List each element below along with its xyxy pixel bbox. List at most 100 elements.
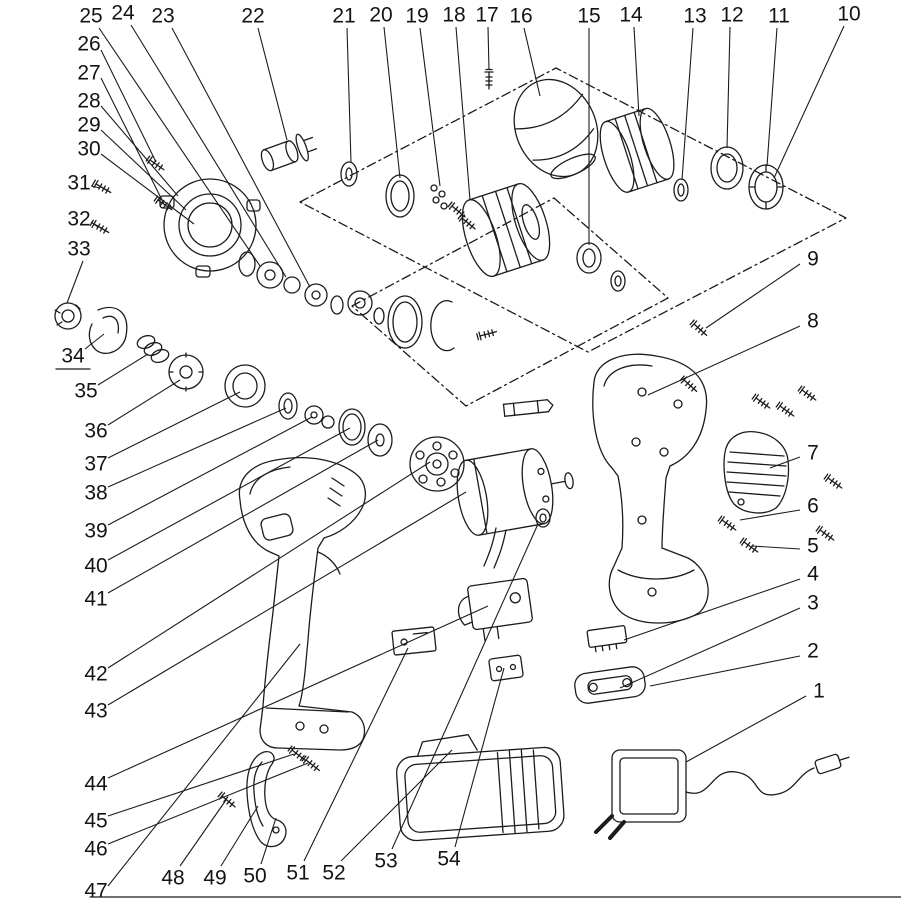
part-label-17: 17 <box>475 4 498 27</box>
screw-icon <box>716 514 739 534</box>
part-label-5: 5 <box>807 535 819 558</box>
screw-icon <box>91 178 114 197</box>
part-label-6: 6 <box>807 495 819 518</box>
circlip-drawing <box>430 300 455 352</box>
part-label-41: 41 <box>84 588 107 611</box>
part-label-35: 35 <box>74 380 97 403</box>
part-label-20: 20 <box>369 4 392 27</box>
part-label-25: 25 <box>79 5 102 28</box>
base-plate-drawing <box>574 666 646 704</box>
leader-line-10 <box>773 25 845 179</box>
leader-line-19 <box>419 27 441 187</box>
parts-artwork <box>54 67 901 898</box>
leader-line-28 <box>100 105 179 197</box>
screw-icon <box>774 400 797 420</box>
part-label-42: 42 <box>84 663 107 686</box>
planet-gear-cluster-drawing <box>238 251 385 325</box>
leader-line-39 <box>107 416 313 526</box>
washer-drawing <box>610 270 626 292</box>
screw-icon <box>678 374 700 395</box>
leader-line-51 <box>303 647 409 862</box>
leader-line-54 <box>454 667 505 848</box>
ring-gear-drawing <box>385 174 415 218</box>
screw-icon <box>822 472 845 492</box>
belt-clip-drawing <box>246 751 287 848</box>
leader-line-46 <box>107 762 309 845</box>
screw-icon <box>456 212 479 233</box>
leader-line-16 <box>523 27 541 97</box>
part-labels-layer: 1234567891011121314151617181920212223242… <box>61 2 860 900</box>
part-label-9: 9 <box>807 248 819 271</box>
part-label-18: 18 <box>442 4 465 27</box>
part-label-52: 52 <box>322 862 345 885</box>
motor-drawing <box>456 448 574 536</box>
part-label-10: 10 <box>837 3 860 26</box>
part-label-3: 3 <box>807 592 819 615</box>
end-cover-drawing <box>723 430 790 514</box>
leader-line-14 <box>633 26 640 117</box>
leader-line-48 <box>179 799 227 867</box>
leader-line-41 <box>107 439 379 594</box>
chuck-drawing <box>513 78 599 180</box>
leader-line-23 <box>171 27 311 288</box>
part-label-27: 27 <box>77 62 100 85</box>
leader-line-36 <box>107 379 181 426</box>
part-label-13: 13 <box>683 5 706 28</box>
motor-wires-drawing <box>483 527 507 569</box>
steel-balls-drawing <box>430 184 448 210</box>
part-label-43: 43 <box>84 700 107 723</box>
part-label-32: 32 <box>67 208 90 231</box>
leader-line-12 <box>726 26 731 149</box>
part-label-4: 4 <box>807 563 819 586</box>
bracket-drawing <box>88 306 128 354</box>
part-label-53: 53 <box>374 850 397 873</box>
housing-left-drawing <box>238 457 367 751</box>
leader-line-32 <box>90 221 99 228</box>
part-label-11: 11 <box>768 5 790 28</box>
leader-line-45 <box>107 753 295 817</box>
screw-icon <box>484 68 494 90</box>
gear-drawing <box>168 352 204 392</box>
leader-line-53 <box>391 523 539 850</box>
washer-drawing <box>340 161 358 187</box>
spindle-drawing <box>260 133 318 172</box>
ring-drawing <box>387 295 423 349</box>
leader-line-29 <box>100 129 187 211</box>
leader-line-30 <box>100 153 195 225</box>
leader-line-22 <box>257 27 288 141</box>
part-label-31: 31 <box>67 172 90 195</box>
screw-icon <box>796 384 819 404</box>
leader-line-52 <box>340 749 453 862</box>
part-label-38: 38 <box>84 482 107 505</box>
leader-line-6 <box>739 509 801 521</box>
leader-line-33 <box>66 260 84 304</box>
housing-right-drawing <box>592 353 709 624</box>
part-label-49: 49 <box>203 867 226 890</box>
leader-line-27 <box>100 77 165 205</box>
leader-line-42 <box>107 461 431 669</box>
part-label-46: 46 <box>84 838 107 861</box>
leader-line-7 <box>769 456 801 469</box>
leader-line-17 <box>487 26 490 71</box>
driver-bit-drawing <box>502 399 554 417</box>
part-label-29: 29 <box>77 114 100 137</box>
part-label-40: 40 <box>84 555 107 578</box>
part-label-15: 15 <box>577 5 600 28</box>
screw-icon <box>89 218 112 237</box>
washer-drawing <box>278 392 298 420</box>
part-label-22: 22 <box>241 5 264 28</box>
leader-line-26 <box>100 49 157 163</box>
leader-lines-layer <box>66 24 845 887</box>
fan-drawing <box>409 436 465 492</box>
part-label-45: 45 <box>84 810 107 833</box>
trigger-switch-drawing <box>457 577 533 642</box>
leader-line-11 <box>766 27 778 167</box>
screw-icon <box>688 318 710 339</box>
pin-icon <box>475 327 499 342</box>
ring-drawing <box>224 364 266 408</box>
spring-ring-drawing <box>748 164 784 210</box>
part-label-2: 2 <box>807 640 819 663</box>
leader-line-49 <box>220 805 259 867</box>
leader-line-3 <box>619 607 801 689</box>
battery-pack-drawing <box>395 734 565 842</box>
